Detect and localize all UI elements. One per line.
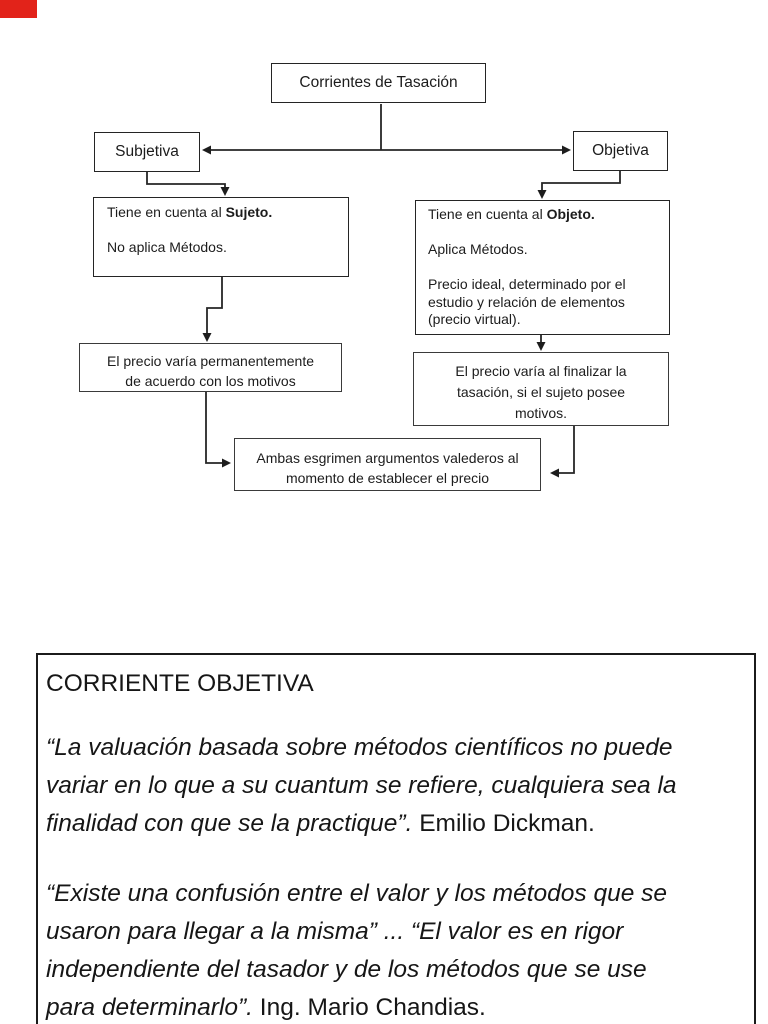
text-line: (precio virtual). bbox=[428, 311, 521, 327]
text-line: finalidad con que se la practique”. Emil… bbox=[46, 810, 595, 837]
text-line: Ambas esgrimen argumentos valederos al bbox=[256, 450, 519, 466]
text-line bbox=[428, 259, 657, 277]
flowchart-box-objetiva-result: El precio varía al finalizar la tasación,… bbox=[413, 352, 669, 426]
text-line: Tiene en cuenta al Objeto. bbox=[428, 206, 595, 222]
quote-panel: CORRIENTE OBJETIVA “La valuación basada … bbox=[36, 653, 756, 1024]
text-line: para determinarlo”. Ing. Mario Chandias. bbox=[46, 994, 486, 1021]
text-line: momento de establecer el precio bbox=[285, 470, 490, 486]
connector-leftresult-to-conclusion bbox=[205, 392, 231, 468]
text-line: Tiene en cuenta al Sujeto. bbox=[107, 204, 273, 220]
text-line: El precio varía al finalizar la bbox=[455, 363, 627, 379]
connector-subjetiva-to-detail bbox=[146, 172, 230, 196]
text-line: variar en lo que a su cuantum se refiere… bbox=[46, 772, 677, 799]
text-line: Precio ideal, determinado por el bbox=[428, 276, 626, 292]
flowchart-box-subjetiva-detail: Tiene en cuenta al Sujeto. No aplica Mét… bbox=[93, 197, 349, 277]
quote-paragraph-chandias: “Existe una confusión entre el valor y l… bbox=[46, 875, 746, 1024]
page-corner-marker bbox=[0, 0, 37, 18]
flowchart-box-subjetiva: Subjetiva bbox=[94, 132, 200, 172]
quote-panel-title: CORRIENTE OBJETIVA bbox=[46, 670, 314, 697]
flowchart-box-objetiva: Objetiva bbox=[573, 131, 668, 171]
flowchart-connectors bbox=[146, 104, 621, 478]
text-line: “La valuación basada sobre métodos cient… bbox=[46, 734, 673, 761]
flowchart-box-corrientes: Corrientes de Tasación bbox=[271, 63, 486, 103]
connector-leftdetail-to-result bbox=[202, 277, 223, 342]
text-line: de acuerdo con los motivos bbox=[125, 373, 296, 389]
connector-rightresult-to-conclusion bbox=[550, 426, 575, 478]
text-line bbox=[107, 222, 335, 240]
text-line: usaron para llegar a la misma” ... “El v… bbox=[46, 918, 624, 945]
flowchart-box-objetiva-detail: Tiene en cuenta al Objeto. Aplica Método… bbox=[415, 200, 670, 335]
text-line bbox=[428, 224, 657, 242]
text-line: independiente del tasador y de los métod… bbox=[46, 956, 647, 983]
text-line: motivos. bbox=[514, 405, 568, 421]
flowchart-box-conclusion: Ambas esgrimen argumentos valederos al mo… bbox=[234, 438, 541, 491]
connector-objetiva-to-detail bbox=[537, 171, 621, 199]
quote-paragraph-dickman: “La valuación basada sobre métodos cient… bbox=[46, 729, 746, 843]
flowchart-box-subjetiva-result: El precio varía permanentemente de acuerd… bbox=[79, 343, 342, 392]
text-line: tasación, si el sujeto posee bbox=[456, 384, 626, 400]
text-line: No aplica Métodos. bbox=[107, 239, 227, 255]
text-line: estudio y relación de elementos bbox=[428, 293, 625, 310]
text-line: “Existe una confusión entre el valor y l… bbox=[46, 880, 668, 907]
text-line: El precio varía permanentemente bbox=[107, 353, 314, 369]
text-line: Aplica Métodos. bbox=[428, 241, 528, 257]
